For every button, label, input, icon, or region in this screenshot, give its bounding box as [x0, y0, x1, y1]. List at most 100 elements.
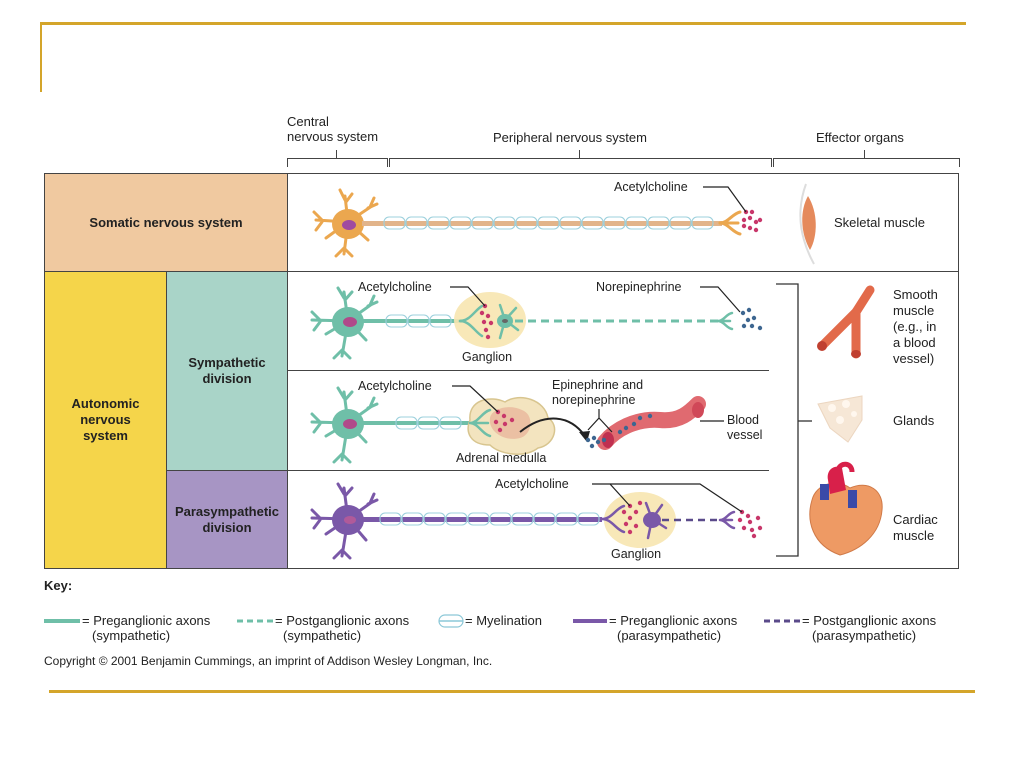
smooth-muscle-icon — [817, 285, 875, 359]
somatic-text: Somatic nervous system — [89, 214, 243, 230]
key-symp-pre-swatch — [44, 619, 80, 623]
key-symp-pre-line2: (sympathetic) — [92, 628, 171, 643]
smooth-line1: Smooth — [893, 287, 938, 302]
slide-frame-left — [40, 22, 42, 92]
bracket-pns — [389, 158, 772, 167]
neurotransmitter-molecule — [747, 215, 753, 221]
para-postganglionic-soma — [643, 512, 661, 528]
blood-vessel-label: Blood vessel — [727, 413, 762, 443]
divider-symp-adrenal — [287, 370, 769, 371]
key-symp-post-line1: = Postganglionic axons — [275, 613, 410, 628]
neurotransmitter-molecule — [591, 435, 597, 441]
neurotransmitter-molecule — [746, 307, 752, 313]
myelin-segment — [449, 216, 472, 230]
myelin-segment — [401, 512, 424, 526]
epinephrine-molecules — [585, 413, 653, 449]
neurotransmitter-molecule — [757, 525, 763, 531]
key-para-post-line2: (parasympathetic) — [812, 628, 917, 643]
neurotransmitter-molecule — [753, 219, 759, 225]
symp-ganglion — [454, 292, 526, 348]
symp-axon-terminal — [716, 311, 734, 331]
neurotransmitter-molecule — [488, 320, 494, 326]
neurotransmitter-molecule — [745, 513, 751, 519]
key-myelin-swatch — [438, 614, 464, 628]
sympathetic-line2: division — [202, 371, 252, 386]
neurotransmitter-molecule — [747, 519, 753, 525]
bracket-effectors — [773, 158, 960, 167]
myelin-segment — [537, 216, 560, 230]
smooth-line3: (e.g., in — [893, 319, 937, 334]
autonomic-line1: Autonomic — [71, 396, 140, 411]
glands-icon — [817, 395, 863, 443]
adrenal-neuron-icon — [310, 386, 379, 464]
symp-ne-label: Norepinephrine — [596, 280, 682, 294]
myelin-segment — [691, 216, 714, 230]
neurotransmitter-molecule — [749, 209, 755, 215]
neurotransmitter-molecule — [485, 313, 491, 319]
neurotransmitter-molecule — [493, 419, 499, 425]
autonomic-line2: nervous — [80, 412, 131, 427]
para-myelination — [379, 512, 600, 526]
smooth-line2: muscle — [893, 303, 935, 318]
key-symp-post-line2: (sympathetic) — [283, 628, 362, 643]
adrenal-terminal — [468, 408, 492, 438]
myelin-segment — [385, 314, 408, 328]
key-symp-pre-line1: = Preganglionic axons — [82, 613, 211, 628]
glands-label: Glands — [893, 413, 935, 428]
header-cns-line1: Central — [287, 114, 329, 129]
neurotransmitter-molecule — [753, 227, 759, 233]
heart-icon — [809, 461, 883, 556]
neurotransmitter-molecule — [741, 525, 747, 531]
somatic-neuron-icon — [312, 188, 379, 258]
myelin-segment — [603, 216, 626, 230]
epi-label-line1: Epinephrine and — [552, 378, 644, 392]
neurotransmitter-molecule — [740, 310, 746, 316]
neurotransmitter-molecule — [627, 529, 633, 535]
adrenal-medulla-label: Adrenal medulla — [456, 451, 547, 465]
para-axon-terminal — [718, 510, 736, 530]
neurotransmitter-molecule — [479, 310, 485, 316]
bracket-pns-tick — [579, 150, 580, 158]
neurotransmitter-molecule — [481, 319, 487, 325]
symp-ne-molecules — [740, 307, 763, 331]
myelin-segment — [559, 216, 582, 230]
neurotransmitter-molecule — [647, 413, 653, 419]
symp-ne-leader — [700, 286, 741, 313]
key-para-pre-swatch — [573, 619, 607, 623]
key-para-post-line1: = Postganglionic axons — [802, 613, 937, 628]
myelin-segment — [511, 512, 534, 526]
neurotransmitter-molecule — [751, 315, 757, 321]
neurotransmitter-molecule — [633, 509, 639, 515]
neurotransmitter-molecule — [497, 427, 503, 433]
myelin-segment — [383, 216, 406, 230]
epi-label: Epinephrine and norepinephrine — [552, 378, 643, 408]
myelin-segment — [407, 314, 430, 328]
neurotransmitter-molecule — [621, 509, 627, 515]
neurotransmitter-molecule — [509, 417, 515, 423]
row-somatic-label: Somatic nervous system — [44, 173, 288, 272]
neurotransmitter-molecule — [637, 415, 643, 421]
myelin-segment — [439, 416, 462, 430]
bracket-effectors-tick — [864, 150, 865, 158]
header-cns-line2: nervous system — [287, 129, 379, 144]
parasympathetic-line1: Parasympathetic — [174, 503, 280, 519]
autonomic-line3: system — [83, 428, 128, 443]
neurotransmitter-molecule — [741, 217, 747, 223]
para-neuron-icon — [310, 482, 379, 560]
neurotransmitter-molecule — [741, 223, 747, 229]
symp-ach-leader — [450, 286, 486, 307]
cardiac-muscle-label: Cardiac muscle — [893, 512, 938, 544]
myelin-segment — [515, 216, 538, 230]
key-symp-post-swatch — [237, 619, 277, 623]
neurotransmitter-molecule — [627, 515, 633, 521]
neurotransmitter-molecule — [601, 437, 607, 443]
adrenal-myelination — [395, 416, 462, 430]
epi-leader-right — [598, 417, 613, 433]
neurotransmitter-molecule — [623, 521, 629, 527]
para-preganglionic-axon — [362, 517, 602, 522]
symp-myelination — [385, 314, 452, 328]
symp-preganglionic-axon — [362, 319, 462, 323]
